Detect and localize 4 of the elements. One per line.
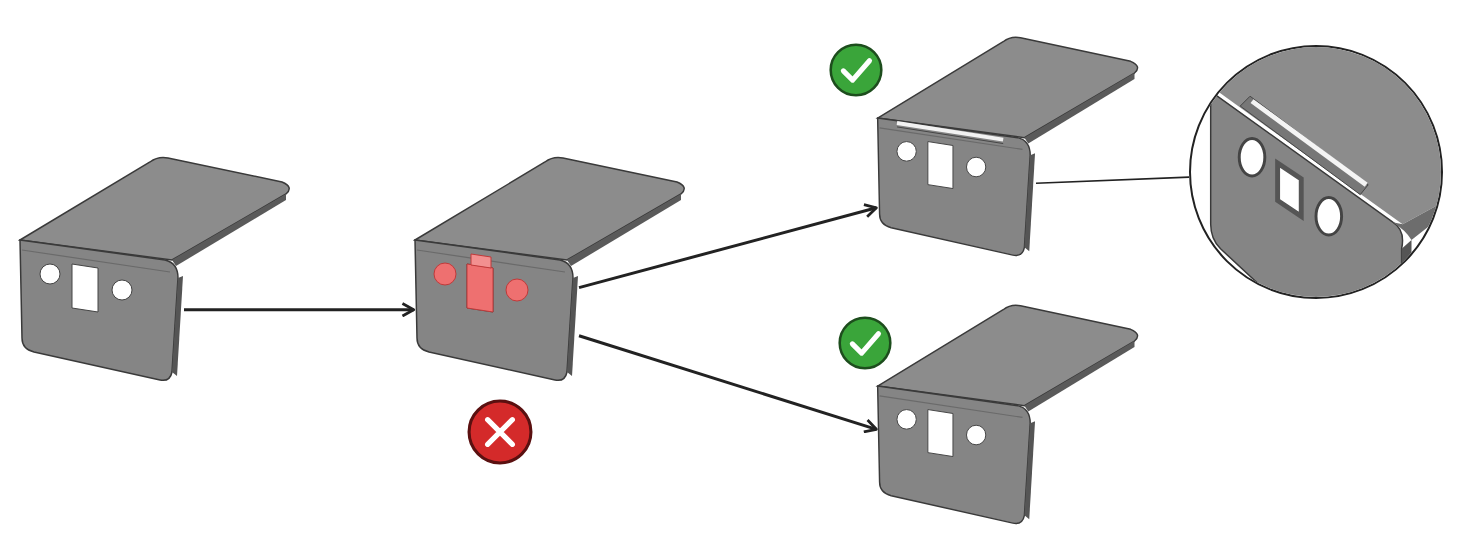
arrow [578, 203, 878, 290]
arrow [184, 302, 416, 318]
leader-line [1035, 176, 1190, 184]
arrow [578, 334, 878, 434]
